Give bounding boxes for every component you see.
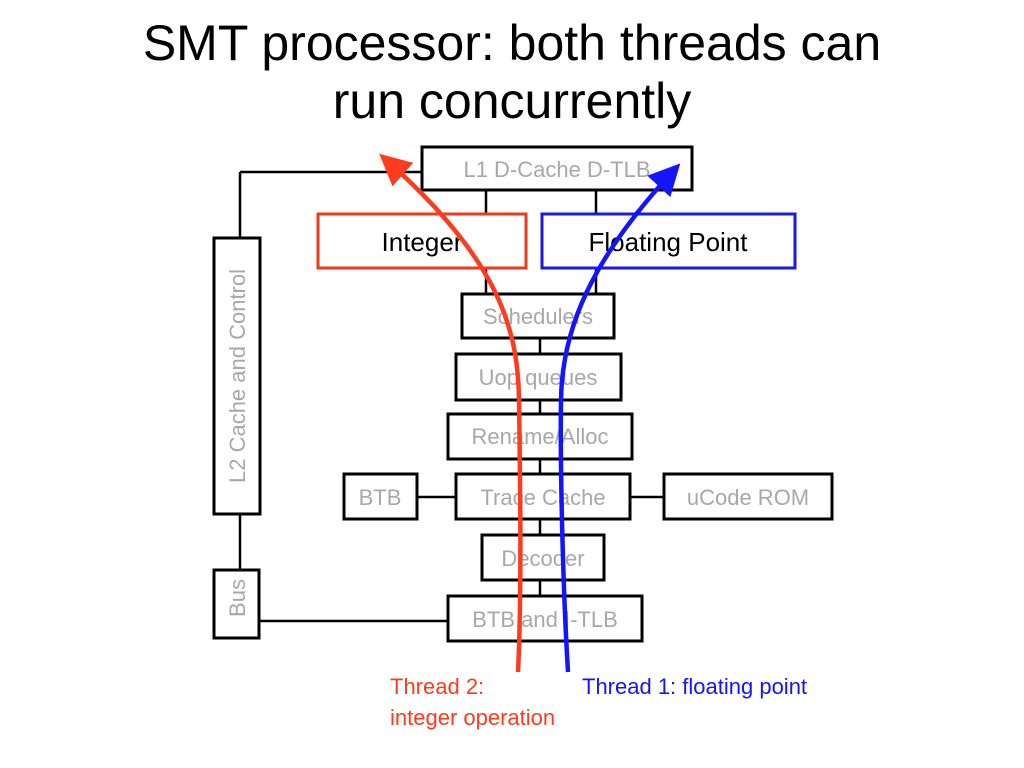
bus-box	[212, 568, 261, 640]
btb-itlb-label: BTB and I-TLB	[472, 607, 618, 632]
thread-2-legend: Thread 2: integer operation	[390, 671, 555, 733]
bus-label: Bus	[225, 579, 250, 617]
rename-alloc-label: Rename/Alloc	[472, 424, 609, 449]
thread-2-legend-line-2: integer operation	[390, 705, 556, 730]
decoder-box	[480, 533, 606, 582]
ucode-rom-box	[662, 472, 834, 521]
btb-box	[342, 472, 419, 521]
floating-point-label: Floating Point	[589, 227, 749, 257]
rename-alloc-box	[446, 412, 634, 461]
thread-1-legend-label: Thread 1: floating point	[582, 674, 808, 699]
l2-cache-control-box	[212, 236, 262, 516]
slide-title-line-2: run concurrently	[332, 73, 692, 129]
floating-point-box	[540, 212, 797, 270]
trace-cache-label: Trace Cache	[480, 485, 605, 510]
l2-cache-control-label: L2 Cache and Control	[225, 269, 250, 483]
schedulers-box	[460, 292, 616, 340]
component-labels: L1 D-Cache D-TLB Integer Floating Point …	[225, 157, 809, 632]
uop-queues-box	[454, 352, 623, 402]
thread-1-legend: Thread 1: floating point	[582, 671, 807, 702]
slide-title-line-1: SMT processor: both threads can	[142, 15, 882, 71]
l1-dcache-dtlb-box	[420, 145, 694, 192]
btb-label: BTB	[359, 485, 402, 510]
decoder-label: Decoder	[501, 546, 584, 571]
thread-2-legend-line-1: Thread 2:	[390, 674, 485, 699]
thread-1-floating-point-path	[558, 163, 681, 673]
l1-dcache-dtlb-label: L1 D-Cache D-TLB	[463, 157, 650, 182]
ucode-rom-label: uCode ROM	[687, 485, 809, 510]
slide-title: SMT processor: both threads can run conc…	[0, 14, 1024, 130]
connector-lines	[238, 170, 664, 623]
thread-2-integer-path	[379, 153, 523, 673]
component-boxes	[212, 145, 834, 643]
trace-cache-box	[454, 472, 632, 521]
integer-box	[316, 212, 528, 270]
btb-itlb-box	[446, 594, 644, 643]
uop-queues-label: Uop queues	[479, 365, 598, 390]
integer-label: Integer	[382, 227, 463, 257]
